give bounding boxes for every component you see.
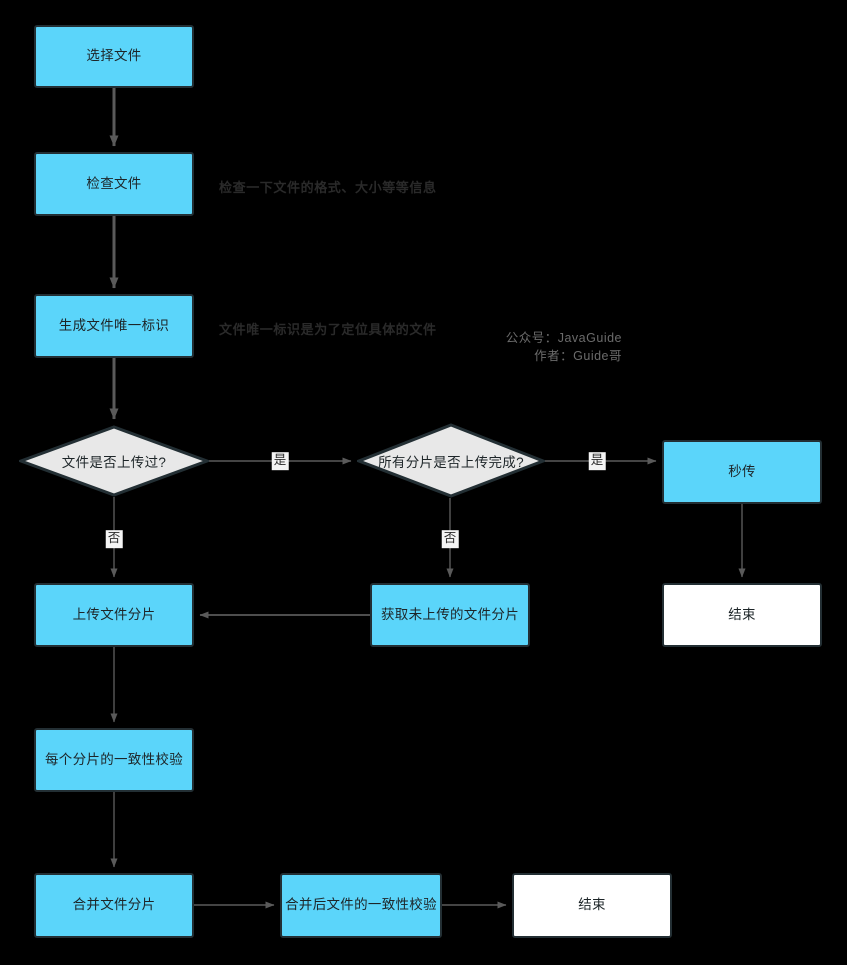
edge-label-no-file-uploaded: 否 (105, 530, 123, 548)
node-label: 生成文件唯一标识 (58, 317, 170, 333)
node-instant-upload[interactable]: 秒传 (662, 440, 822, 504)
node-end-right[interactable]: 结束 (662, 583, 822, 647)
node-chunk-consistency-check[interactable]: 每个分片的一致性校验 (34, 728, 194, 792)
node-select-file[interactable]: 选择文件 (34, 25, 194, 88)
node-label: 秒传 (728, 463, 756, 479)
diamond-shape (19, 425, 209, 497)
node-label: 选择文件 (86, 48, 142, 64)
node-label: 每个分片的一致性校验 (45, 751, 183, 767)
node-file-uploaded-before[interactable]: 文件是否上传过? (19, 425, 209, 497)
node-get-missing-chunks[interactable]: 获取未上传的文件分片 (370, 583, 530, 647)
node-generate-file-id[interactable]: 生成文件唯一标识 (34, 294, 194, 358)
annotation-file-id: 文件唯一标识是为了定位具体的文件 (219, 322, 437, 337)
node-all-chunks-uploaded[interactable]: 所有分片是否上传完成? (357, 423, 545, 498)
node-check-file[interactable]: 检查文件 (34, 152, 194, 216)
node-end-bottom[interactable]: 结束 (512, 873, 672, 938)
edge-label-yes-all-chunks: 是 (588, 452, 606, 470)
node-merge-chunks[interactable]: 合并文件分片 (34, 873, 194, 938)
node-label: 获取未上传的文件分片 (381, 606, 519, 622)
annotation-check-file: 检查一下文件的格式、大小等等信息 (219, 180, 437, 195)
node-upload-chunk[interactable]: 上传文件分片 (34, 583, 194, 647)
node-label: 合并后文件的一致性校验 (285, 897, 437, 913)
node-label: 结束 (728, 606, 756, 622)
node-merged-file-consistency-check[interactable]: 合并后文件的一致性校验 (280, 873, 442, 938)
author-watermark: 公众号：JavaGuide 作者：Guide哥 (505, 331, 622, 364)
node-label: 结束 (578, 897, 606, 913)
node-label: 合并文件分片 (72, 897, 156, 913)
node-label: 上传文件分片 (72, 606, 156, 622)
edge-label-no-all-chunks: 否 (441, 530, 459, 548)
edge-label-yes-file-uploaded: 是 (271, 452, 289, 470)
diamond-shape (357, 423, 545, 498)
node-label: 检查文件 (86, 175, 142, 191)
